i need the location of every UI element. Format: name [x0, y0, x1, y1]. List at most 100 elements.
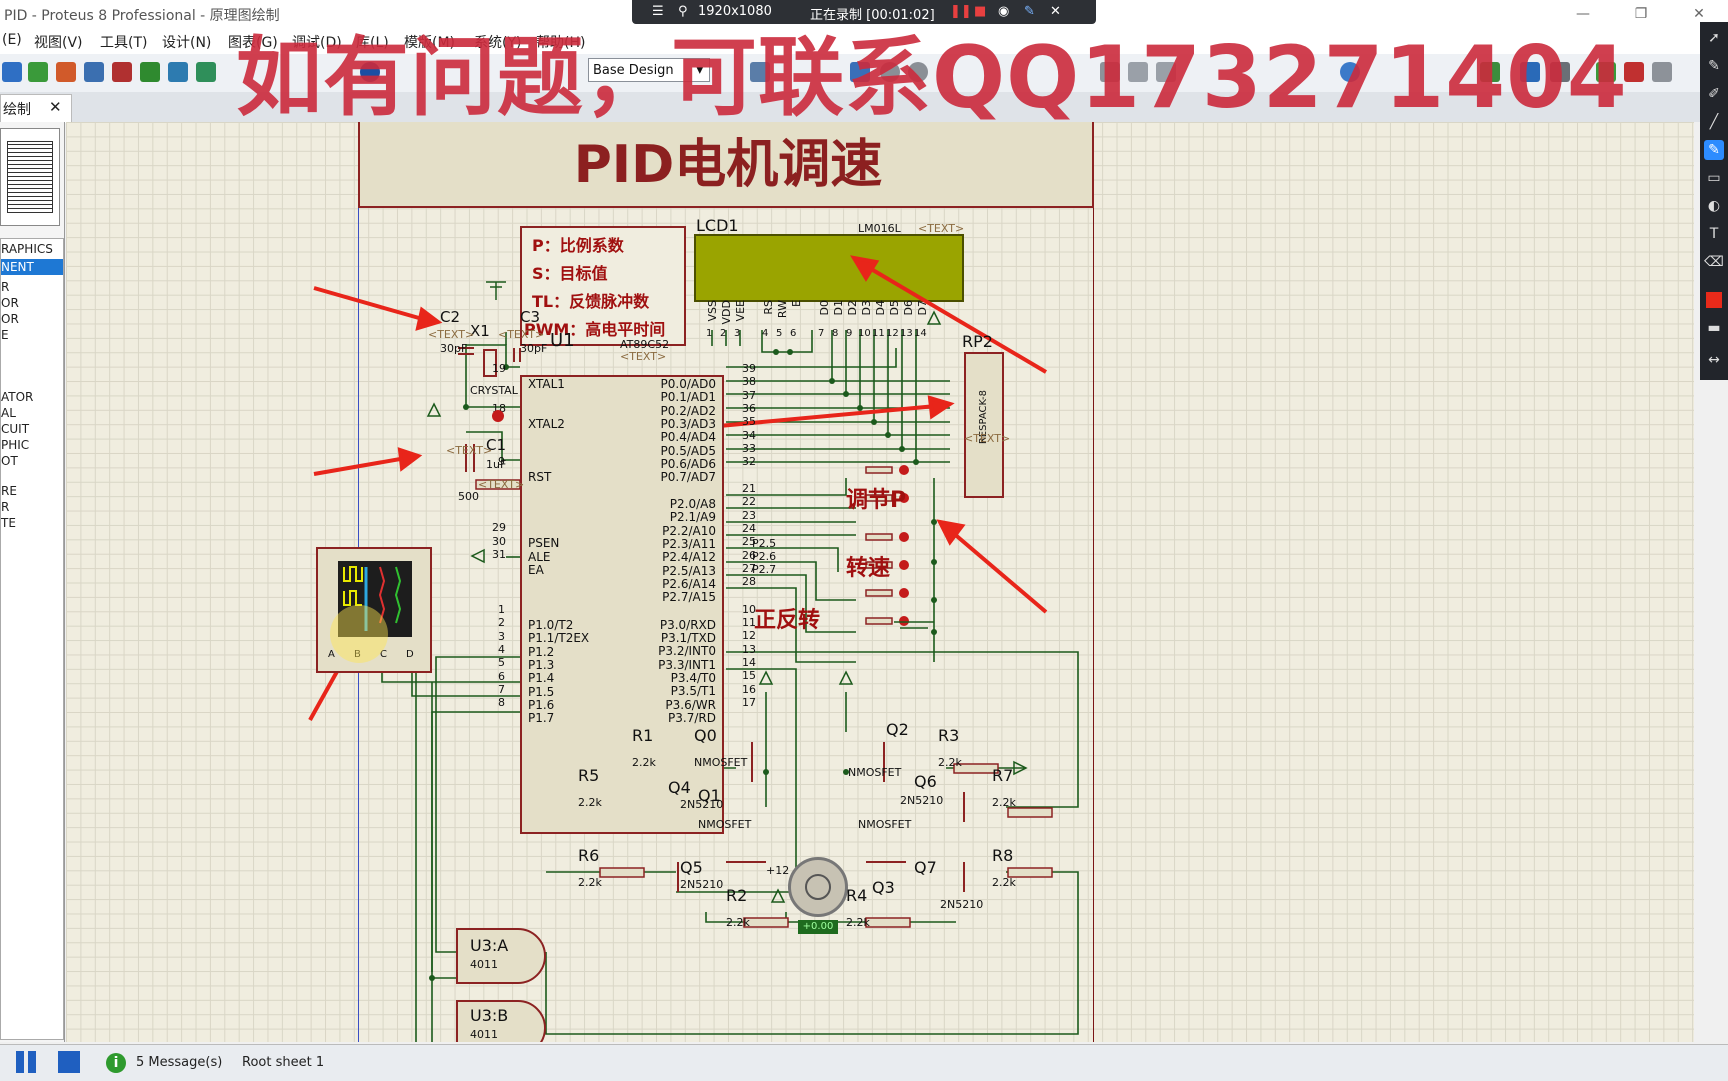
lcd-display[interactable]	[694, 234, 964, 302]
schematic-title-box[interactable]: PID电机调速	[358, 122, 1094, 208]
delete-sheet-icon[interactable]	[1624, 62, 1644, 82]
search-icon[interactable]	[1340, 62, 1360, 82]
tools-icon[interactable]	[1550, 62, 1570, 82]
close-tab-icon[interactable]: ✕	[49, 98, 62, 116]
schematic-canvas[interactable]: PID电机调速 P：比例系数 S：目标值 TL：反馈脉冲数 PWM：高电平时间 …	[66, 122, 1694, 1042]
rp2-resistor-pack[interactable]: RESPACK-8	[964, 352, 1004, 498]
list-item[interactable]: R	[1, 280, 10, 294]
spotlight-icon[interactable]: ◐	[1707, 198, 1721, 214]
list-header-selected[interactable]: NENT	[1, 259, 63, 275]
menu-tools[interactable]: 工具(T)	[100, 35, 148, 51]
net-label-p25: P2.5	[752, 537, 777, 550]
messages-count[interactable]: 5 Message(s)	[136, 1055, 223, 1070]
q7-label: Q7	[914, 858, 937, 877]
list-item[interactable]: R	[1, 500, 10, 514]
refresh-icon[interactable]	[750, 62, 770, 82]
menu-view[interactable]: 视图(V)	[34, 35, 83, 51]
minimize-button[interactable]: —	[1576, 6, 1590, 22]
menu-debug[interactable]: 调试(D)	[292, 35, 342, 51]
back-icon[interactable]	[140, 62, 160, 82]
tab-schematic[interactable]: 绘制 ✕	[0, 94, 72, 123]
grid-icon[interactable]	[1652, 62, 1672, 82]
collapse-icon[interactable]: ↔	[1708, 352, 1720, 368]
camera-icon[interactable]: ◉	[998, 4, 1010, 19]
u3a-nand-gate[interactable]: U3:A 4011	[456, 928, 546, 984]
bom-icon[interactable]	[196, 62, 216, 82]
menu-design[interactable]: 设计(N)	[162, 35, 212, 51]
netlist-icon[interactable]	[1480, 62, 1500, 82]
menu-help[interactable]: 帮助(H)	[536, 35, 586, 51]
stop-icon[interactable]: ■	[974, 4, 987, 19]
list-item[interactable]: OR	[1, 296, 19, 310]
info-icon[interactable]: i	[106, 1053, 126, 1073]
overview-preview[interactable]	[0, 128, 60, 226]
menu-edit[interactable]: (E)	[2, 32, 22, 48]
stop-simulation-button[interactable]	[58, 1051, 80, 1073]
copy-icon[interactable]	[1128, 62, 1148, 82]
zoom-icon[interactable]	[168, 62, 188, 82]
u3b-nand-gate[interactable]: U3:B 4011	[456, 1000, 546, 1042]
marker-icon[interactable]: ✐	[1708, 86, 1720, 102]
restore-button[interactable]: ❐	[1634, 6, 1648, 22]
close-recorder-icon[interactable]: ✕	[1050, 4, 1061, 19]
q0-label: Q0	[694, 726, 717, 745]
text-icon[interactable]: T	[1709, 226, 1719, 242]
pin-icon[interactable]: ⚲	[678, 4, 688, 19]
menu-system[interactable]: 系统(Y)	[474, 35, 522, 51]
stroke-width-icon[interactable]: ▬	[1707, 320, 1721, 336]
net-label-p27: P2.7	[752, 563, 777, 576]
list-item[interactable]: TE	[1, 516, 16, 530]
schematic-icon[interactable]	[84, 62, 104, 82]
pin-number: 6	[498, 670, 505, 683]
list-item[interactable]: OT	[1, 454, 18, 468]
eraser-icon[interactable]: ⌫	[1704, 254, 1724, 270]
home-icon[interactable]	[56, 62, 76, 82]
pause-icon[interactable]: ❚❚	[950, 4, 972, 19]
zoom-out-icon[interactable]	[880, 62, 900, 82]
highlighter-icon[interactable]: ✎	[1704, 140, 1724, 160]
list-item[interactable]: ATOR	[1, 390, 34, 404]
new-sheet-icon[interactable]	[1596, 62, 1616, 82]
zoom-area-icon[interactable]	[908, 62, 928, 82]
chip-icon[interactable]	[112, 62, 132, 82]
move-icon[interactable]	[850, 62, 870, 82]
menu-template[interactable]: 模版(M)	[404, 35, 456, 51]
close-window-button[interactable]: ✕	[1693, 6, 1705, 22]
oscilloscope[interactable]: A B C D	[316, 547, 432, 673]
notes-box[interactable]: P：比例系数 S：目标值 TL：反馈脉冲数 PWM：高电平时间	[520, 226, 686, 346]
menu-icon[interactable]: ☰	[652, 4, 664, 19]
reset-button[interactable]	[492, 410, 504, 422]
list-item[interactable]: AL	[1, 406, 16, 420]
r1-label: R1	[632, 726, 654, 745]
draw-tools-bar: ➚ ✎ ✐ ╱ ✎ ▭ ◐ T ⌫ ▬ ↔	[1700, 22, 1728, 380]
line-icon[interactable]: ╱	[1709, 114, 1719, 130]
list-item[interactable]: PHIC	[1, 438, 30, 452]
pen-icon[interactable]: ✎	[1708, 58, 1720, 74]
paste-icon[interactable]	[1156, 62, 1176, 82]
import-icon[interactable]	[28, 62, 48, 82]
rectangle-icon[interactable]: ▭	[1707, 170, 1721, 186]
pin-number: 9	[846, 328, 853, 339]
menu-library[interactable]: 库(L)	[356, 35, 389, 51]
c3-value: 30pF	[520, 342, 548, 355]
list-item[interactable]: CUIT	[1, 422, 30, 436]
u1-microcontroller[interactable]: XTAL1 XTAL2 RST PSEN ALE EA P1.0/T2 P1.1…	[520, 375, 724, 834]
pen-icon[interactable]: ✎	[1024, 4, 1035, 19]
pause-simulation-button[interactable]	[16, 1051, 24, 1073]
save-icon[interactable]	[2, 62, 22, 82]
menu-graph[interactable]: 图表(G)	[228, 35, 278, 51]
dc-motor[interactable]	[788, 857, 848, 917]
motor-speed-display: +0.00	[798, 920, 838, 934]
list-item[interactable]: E	[1, 328, 9, 342]
binoculars-icon[interactable]	[1520, 62, 1540, 82]
pointer-icon[interactable]: ➚	[1708, 30, 1720, 46]
help-icon[interactable]	[360, 62, 380, 82]
pin-number: 12	[742, 629, 756, 642]
cut-icon[interactable]	[1100, 62, 1120, 82]
list-item[interactable]: RE	[1, 484, 17, 498]
pin-label: P0.7/AD7	[660, 470, 716, 484]
list-item[interactable]: OR	[1, 312, 19, 326]
list-header[interactable]: RAPHICS	[1, 242, 53, 256]
color-swatch[interactable]	[1704, 290, 1724, 310]
design-variant-select[interactable]: Base Design▾	[588, 58, 710, 82]
